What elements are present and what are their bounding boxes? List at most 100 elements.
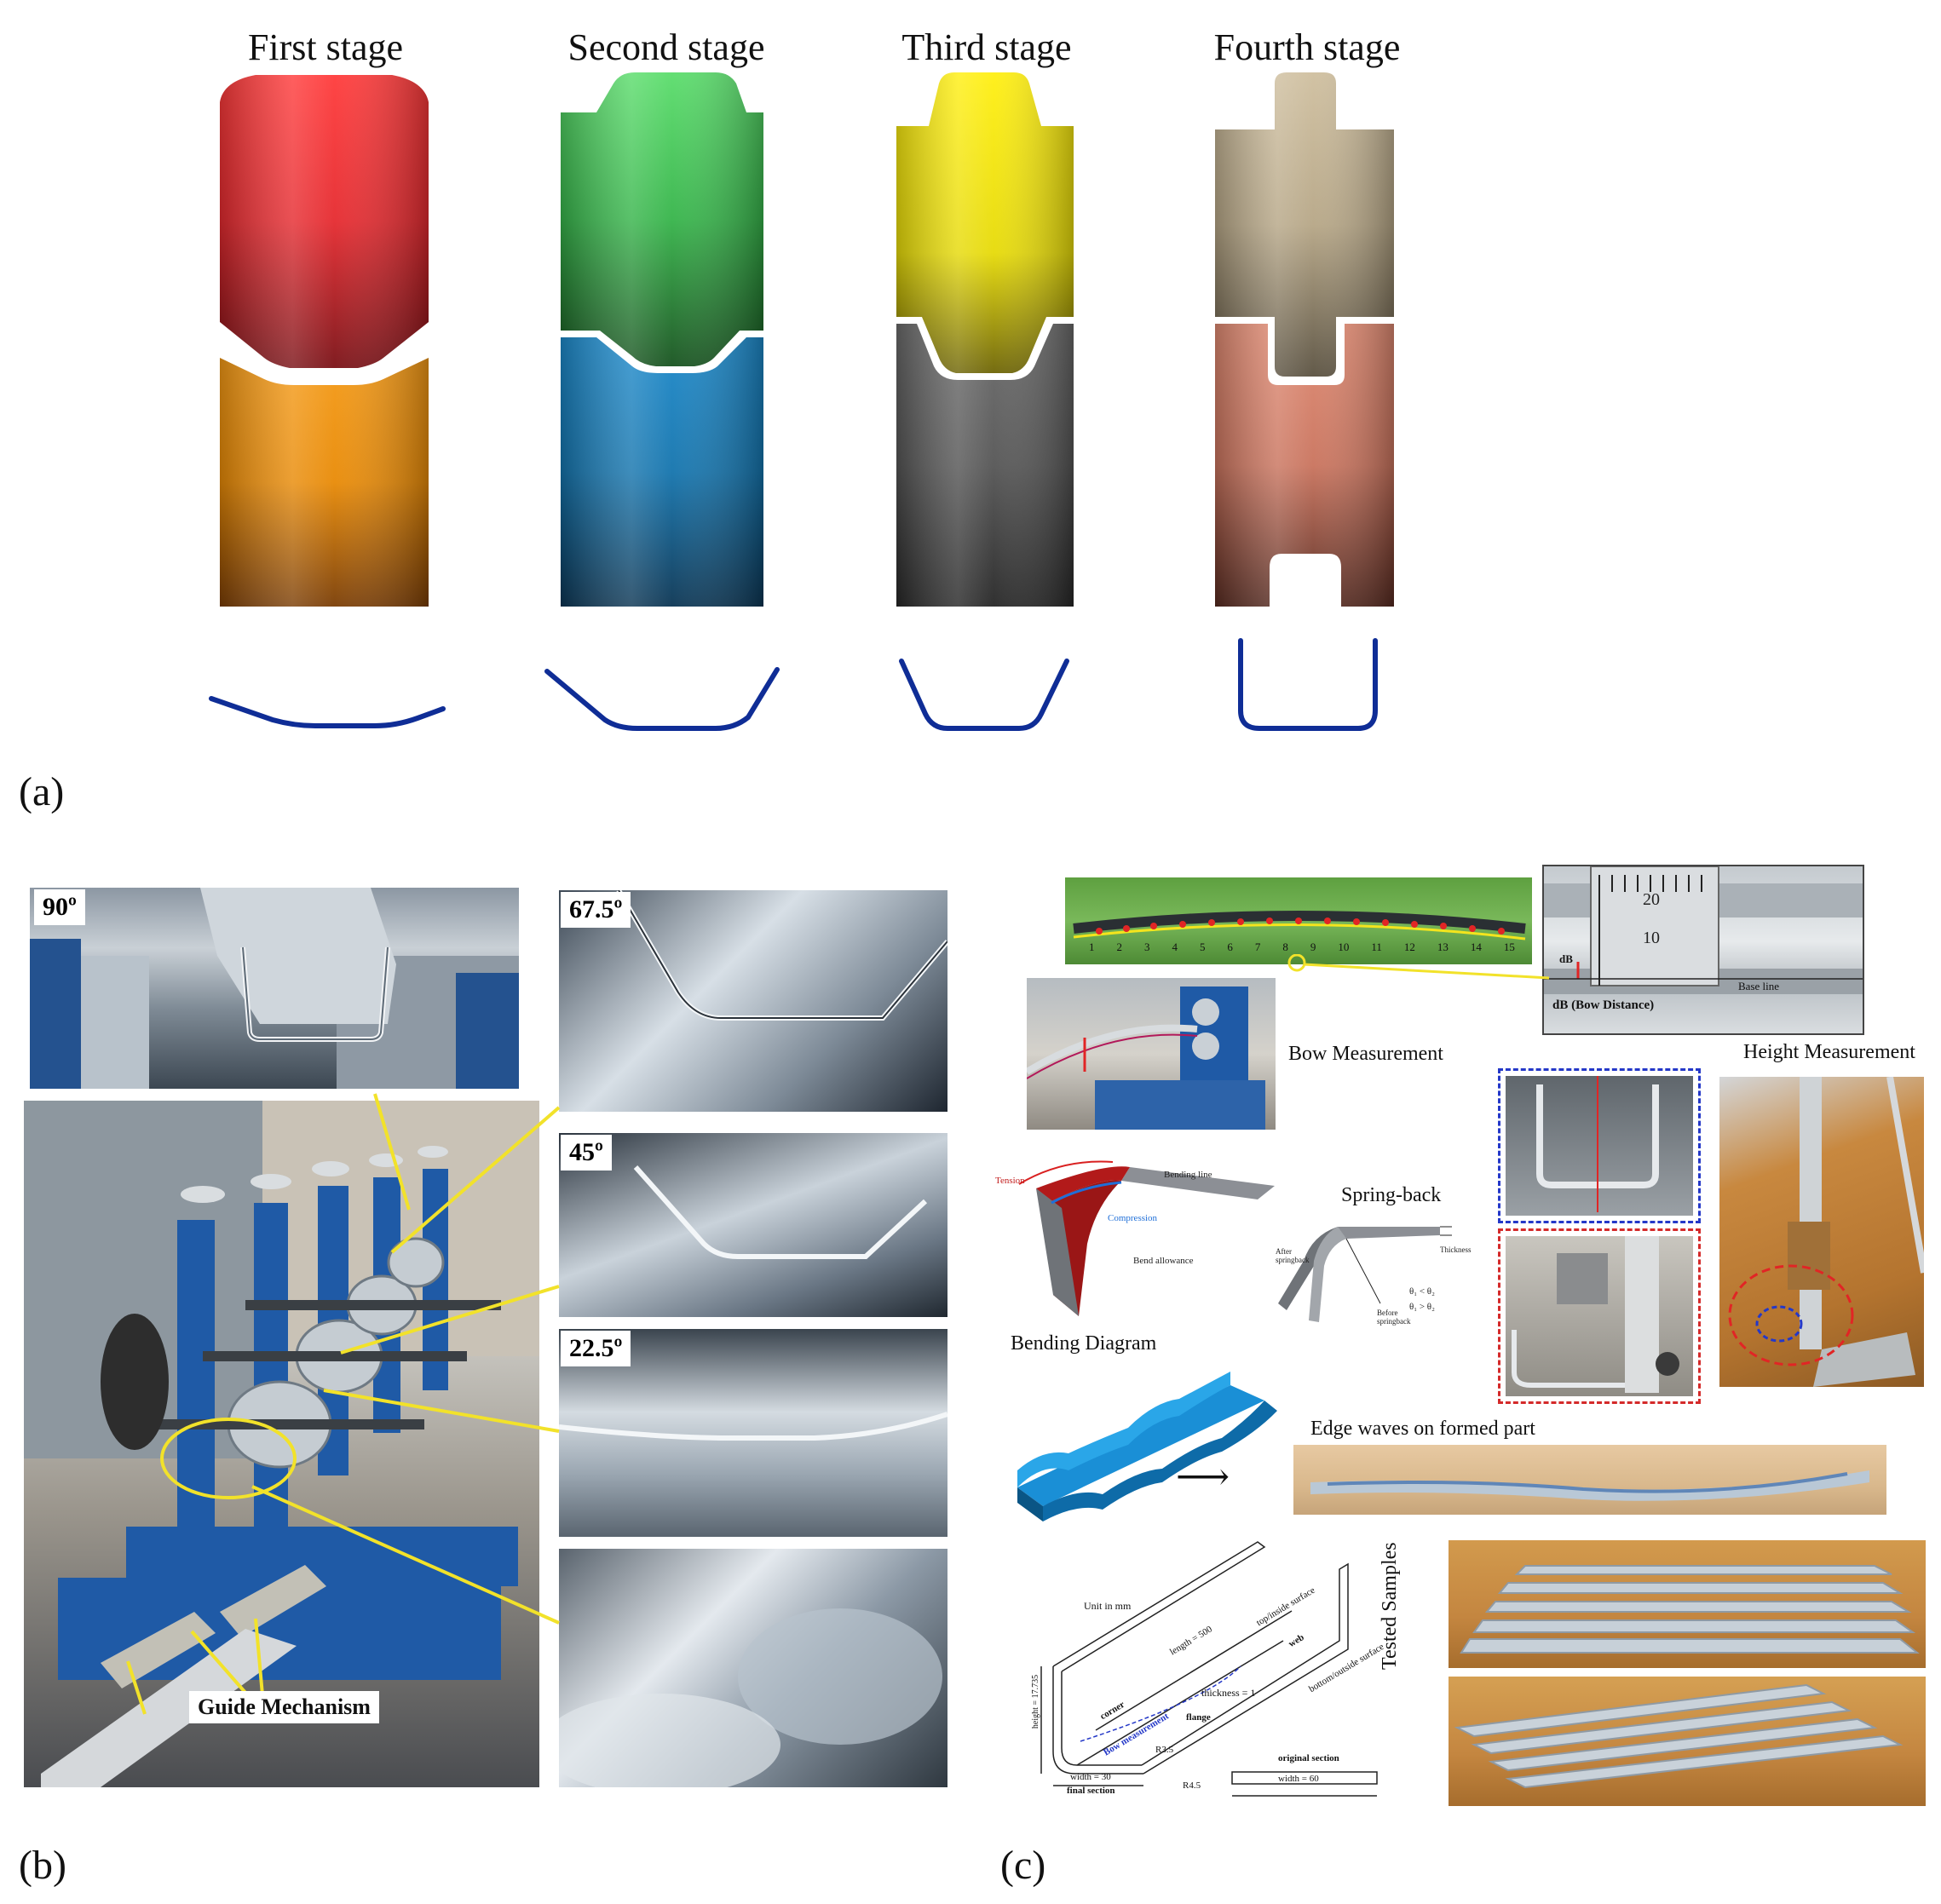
photo-section-closeup (1506, 1076, 1693, 1216)
panel-c-label: (c) (1000, 1843, 1046, 1888)
bow-to-ruler-connector (1287, 954, 1550, 980)
edge-wave-channel (1017, 1372, 1277, 1521)
ruler-number-20: 20 (1643, 890, 1660, 909)
bow-point-label: 7 (1254, 940, 1261, 953)
machine-illustration (24, 1101, 539, 1787)
photo-67-5-illustration (616, 890, 947, 1021)
photo-roll-forming-machine (24, 1101, 539, 1787)
section-closeup-illustration (1536, 1076, 1659, 1212)
ruler-illustration (1544, 866, 1863, 994)
bow-point-label: 3 (1143, 940, 1150, 953)
before-springback-label: Before springback (1377, 1309, 1411, 1326)
height-measurement-label: Height Measurement (1743, 1041, 1915, 1063)
photo-90-illustration (30, 888, 519, 1089)
drawing-r45: R4.5 (1183, 1780, 1201, 1791)
bow-point-label: 1 (1089, 940, 1095, 953)
channel-technical-drawing (1040, 1541, 1378, 1797)
spring-back-title: Spring-back (1341, 1184, 1442, 1206)
bow-strip-illustration (1073, 911, 1526, 940)
drawing-width-30: width = 30 (1070, 1772, 1111, 1782)
angle-label-67-5: 67.5º (561, 892, 631, 928)
photo-tested-samples-top (1449, 1540, 1926, 1668)
drawing-original-section: original section (1278, 1753, 1339, 1763)
photo-bow-strip (1065, 877, 1532, 964)
drawing-final-section: final section (1067, 1786, 1115, 1796)
tested-samples-label: Tested Samples (1379, 1542, 1401, 1670)
photo-bow-measurement (1027, 978, 1276, 1130)
photo-22-5-illustration (559, 1412, 947, 1441)
caliper-closeup-illustration (1512, 1236, 1679, 1393)
panel-b-label: (b) (19, 1843, 66, 1888)
ruler-number-10: 10 (1643, 929, 1660, 947)
stage-4-title: Fourth stage (1213, 26, 1401, 68)
photo-height-gauge (1719, 1077, 1924, 1387)
angle-label-90: 90º (34, 889, 85, 925)
photo-tested-samples-bottom (1449, 1677, 1926, 1806)
drawing-thickness: thickness = 1 (1201, 1687, 1256, 1699)
bow-point-label: 4 (1172, 940, 1178, 953)
tension-label: Tension (995, 1176, 1025, 1186)
bow-point-label: 9 (1310, 940, 1316, 953)
bow-point-label: 10 (1338, 940, 1350, 953)
tested-samples-top-illustration (1460, 1565, 1920, 1654)
bow-point-label: 6 (1227, 940, 1233, 953)
photo-45-degree (559, 1133, 947, 1317)
photo-edge-waves-part (1293, 1445, 1886, 1515)
drawing-width-60: width = 60 (1278, 1774, 1319, 1784)
ruler-db-label: dB (1559, 952, 1573, 965)
bending-line-label: Bending line (1164, 1170, 1212, 1180)
bow-point-label: 8 (1282, 940, 1288, 953)
spring-back-diagram (1278, 1226, 1452, 1322)
photo-flat-entry (559, 1549, 947, 1787)
drawing-flange: flange (1186, 1712, 1211, 1723)
panel-a-label: (a) (19, 769, 65, 814)
bow-point-label: 2 (1116, 940, 1122, 953)
bow-point-label: 5 (1199, 940, 1206, 953)
theta-relation-1: θ₁ < θ₂ (1409, 1286, 1435, 1297)
ruler-caption: dB (Bow Distance) (1552, 998, 1655, 1012)
photo-45-illustration (633, 1165, 928, 1259)
panel-a-graphic (209, 72, 1394, 731)
after-springback-label: After springback (1276, 1247, 1310, 1264)
bow-point-label: 11 (1371, 940, 1382, 953)
compression-label: Compression (1108, 1213, 1158, 1223)
drawing-unit: Unit in mm (1084, 1600, 1132, 1612)
panel-b-connectors (126, 1093, 561, 1716)
bow-point-label: 15 (1503, 940, 1515, 953)
photo-ruler-bow-distance (1542, 865, 1864, 1035)
bow-point-label: 13 (1437, 940, 1449, 953)
stage-2-profile (544, 667, 780, 731)
photo-caliper-closeup (1506, 1236, 1693, 1396)
section-closeup-frame (1498, 1068, 1701, 1223)
bow-point-numbers: 1 2 3 4 5 6 7 8 9 10 11 12 13 14 15 (1089, 940, 1515, 954)
stage-2-title: Second stage (567, 26, 765, 68)
edge-wave-arrow: ⟶ (1176, 1456, 1230, 1498)
edge-waves-part-illustration (1310, 1470, 1869, 1501)
bow-point-label: 12 (1403, 940, 1415, 953)
tested-samples-bottom-illustration (1454, 1683, 1904, 1789)
photo-flat-entry-illustration (559, 1608, 942, 1787)
bow-measurement-label: Bow Measurement (1288, 1043, 1443, 1065)
stage-2-rollers (544, 72, 780, 731)
ruler-baseline-label: Base line (1738, 980, 1780, 992)
stage-3-profile (899, 659, 1069, 731)
stage-4-profile (1238, 638, 1378, 731)
bow-point-label: 14 (1470, 940, 1482, 953)
edge-waves-label: Edge waves on formed part (1310, 1418, 1535, 1440)
stage-4-rollers (1215, 72, 1394, 731)
bending-diagram-label: Bending Diagram (1011, 1332, 1157, 1355)
theta-relation-2: θ₁ > θ₂ (1409, 1302, 1435, 1312)
stage-3-title: Third stage (901, 26, 1072, 68)
thickness-label: Thickness (1440, 1245, 1472, 1254)
stage-3-rollers (896, 72, 1074, 731)
bend-allowance-label: Bend allowance (1133, 1256, 1194, 1266)
drawing-r35: R3.5 (1155, 1745, 1174, 1755)
caliper-closeup-frame (1498, 1228, 1701, 1404)
drawing-height: height = 17.735 (1031, 1674, 1041, 1729)
bending-diagram (1018, 1160, 1275, 1316)
stage-1-title: First stage (247, 26, 404, 68)
bow-measurement-illustration (1027, 987, 1265, 1130)
stage-1-rollers (209, 75, 446, 728)
height-gauge-illustration (1728, 1077, 1924, 1387)
angle-label-22-5: 22.5º (561, 1331, 631, 1366)
